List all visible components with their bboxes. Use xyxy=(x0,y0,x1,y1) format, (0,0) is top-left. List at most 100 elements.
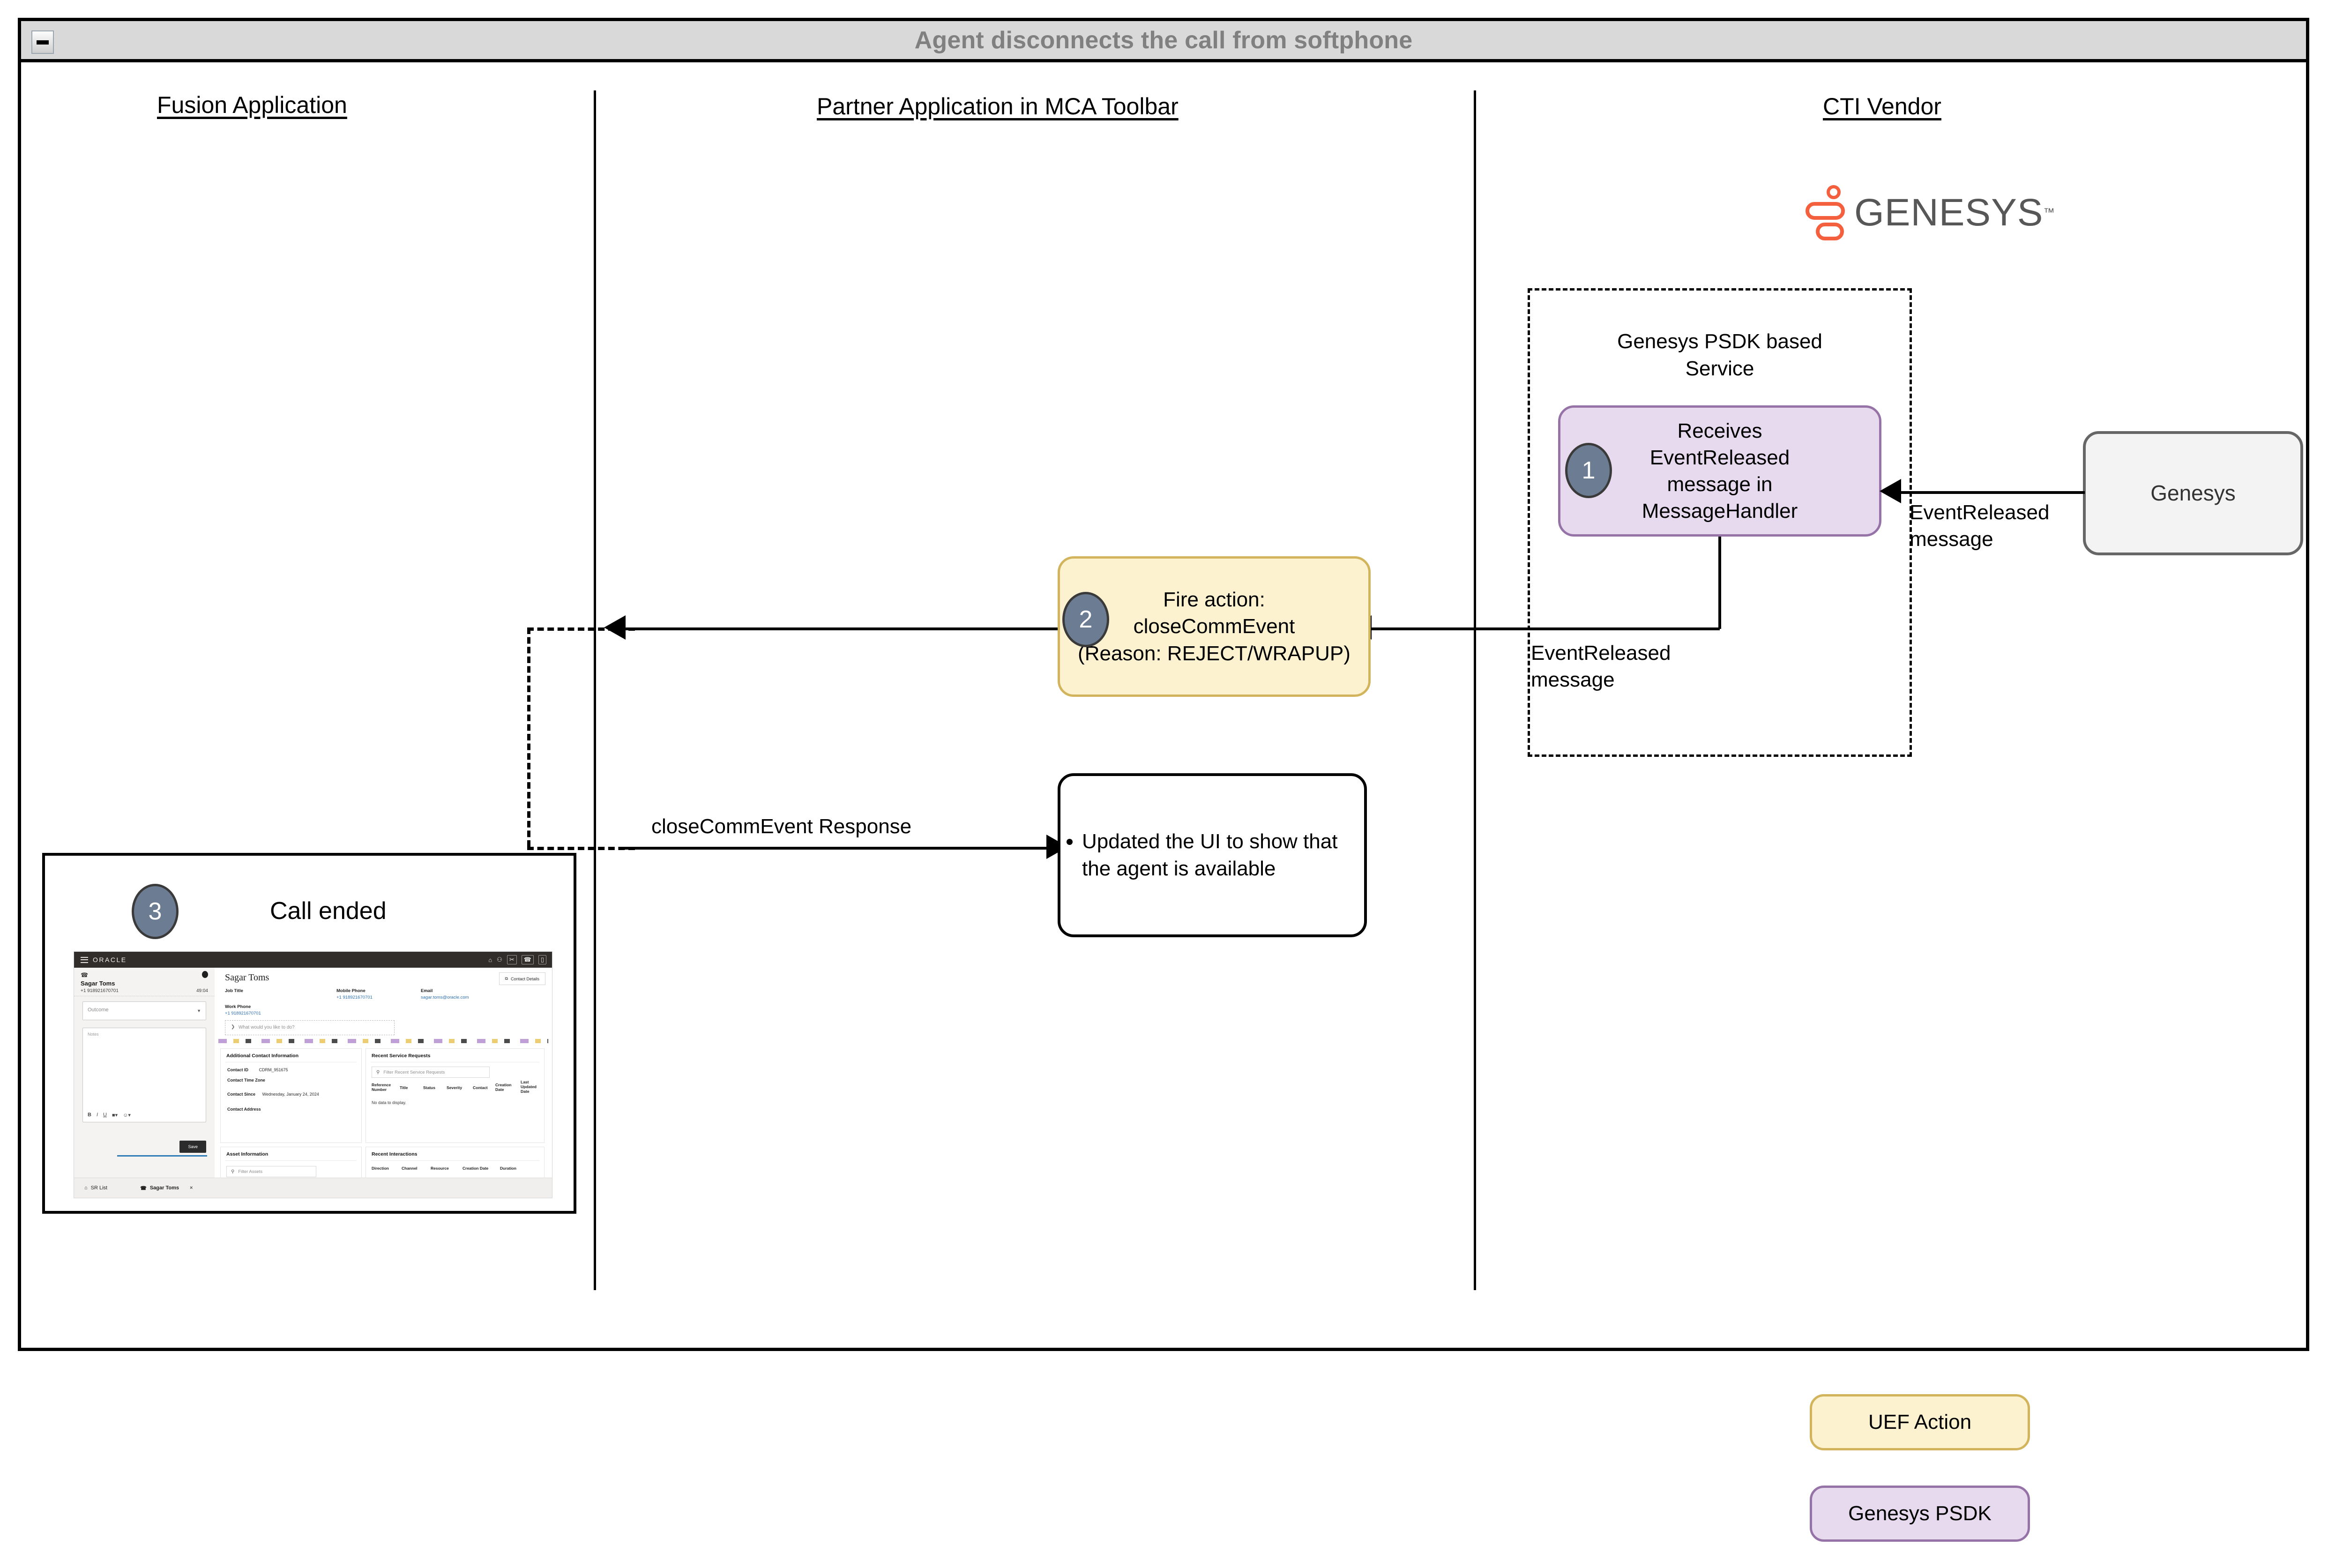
step-badge-2: 2 xyxy=(1062,592,1109,647)
scissors-icon[interactable]: ✂ xyxy=(507,955,517,964)
frame-title-bar: Agent disconnects the call from softphon… xyxy=(21,21,2306,62)
call-ended-title: Call ended xyxy=(270,897,387,925)
column-header-fusion: Fusion Application xyxy=(157,92,347,118)
outcome-placeholder: Outcome xyxy=(88,1007,109,1013)
phone-icon[interactable]: ☎ xyxy=(521,955,534,964)
phone-icon: ☎ xyxy=(140,1185,147,1191)
edge-partner-to-fusion-line xyxy=(626,627,1058,630)
outcome-select[interactable]: Outcome ▼ xyxy=(82,1001,206,1020)
search-icon: ⚲ xyxy=(376,1069,380,1075)
italic-icon[interactable]: I xyxy=(96,1112,98,1118)
fusion-activation-bottom xyxy=(527,847,635,850)
tab-sr-list[interactable]: ⌂ SR List xyxy=(84,1185,108,1191)
step-badge-3: 3 xyxy=(132,884,179,939)
th-reference-number[interactable]: Reference Number xyxy=(372,1083,391,1092)
th-creation-date[interactable]: Creation Date xyxy=(495,1083,512,1092)
progress-rule xyxy=(117,1155,207,1157)
legend-uef-action-label: UEF Action xyxy=(1868,1411,1972,1434)
th-channel[interactable]: Channel xyxy=(402,1166,418,1171)
softphone-header: ☎ Sagar Toms +1 918921670701 49:04 xyxy=(74,968,215,996)
fusion-activation-left xyxy=(527,627,530,847)
fusion-activation-top xyxy=(527,627,635,631)
contact-detail-name: Sagar Toms xyxy=(225,972,269,983)
contact-detail-panel: Sagar Toms ⧉ Contact Details Job Title M… xyxy=(215,968,552,1191)
th-title[interactable]: Title xyxy=(400,1085,408,1090)
th-severity[interactable]: Severity xyxy=(447,1085,463,1090)
filter-recent-sr-input[interactable]: ⚲ Filter Recent Service Requests xyxy=(372,1067,490,1078)
edge-vendor-to-psdk-arrowhead xyxy=(1880,479,1901,503)
node-updated-ui-list: Updated the UI to show that the agent is… xyxy=(1060,828,1364,882)
softphone-panel: ☎ Sagar Toms +1 918921670701 49:04 Outco… xyxy=(74,968,215,1178)
softphone-contact-phone: +1 918921670701 xyxy=(81,988,119,993)
card-recent-service-requests: Recent Service Requests ⚲ Filter Recent … xyxy=(366,1048,545,1143)
node-receives-eventreleased[interactable]: Receives EventReleased message in Messag… xyxy=(1558,405,1881,537)
column-header-partner: Partner Application in MCA Toolbar xyxy=(817,93,1179,119)
ask-placeholder: What would you like to do? xyxy=(239,1025,295,1030)
edge-vendor-to-psdk-line xyxy=(1901,491,2085,494)
legend-genesys-psdk: Genesys PSDK xyxy=(1810,1486,2030,1542)
row-contact-id: Contact ID CDRM_951675 xyxy=(227,1068,288,1072)
embedded-screenshot: ORACLE ⌂ ⚇ ✂ ☎ ▯ ☎ Sagar Toms xyxy=(74,952,552,1198)
redaction-strip xyxy=(218,1039,548,1043)
softphone-contact-name: Sagar Toms xyxy=(81,980,115,987)
sequence-frame: Agent disconnects the call from softphon… xyxy=(18,18,2309,1351)
emoji-icon[interactable]: ☺▾ xyxy=(123,1113,131,1118)
genesys-mark-icon xyxy=(1806,185,1846,240)
notes-placeholder: Notes xyxy=(88,1032,99,1037)
edge-psdk-to-partner-label: EventReleased message xyxy=(1531,642,1671,692)
trademark-symbol: ™ xyxy=(2043,206,2055,219)
th-contact[interactable]: Contact xyxy=(473,1085,488,1090)
minimize-icon[interactable] xyxy=(31,30,54,54)
hamburger-menu-icon[interactable] xyxy=(81,956,88,963)
column-header-cti: CTI Vendor xyxy=(1823,93,1941,119)
filter-assets-input[interactable]: ⚲ Filter Assets xyxy=(226,1166,316,1177)
th-last-updated-date[interactable]: Last Updated Date xyxy=(521,1080,537,1094)
card-additional-contact: Additional Contact Information Contact I… xyxy=(220,1048,362,1143)
node-updated-ui[interactable]: Updated the UI to show that the agent is… xyxy=(1058,773,1367,937)
lifeline-partner-cti xyxy=(1474,90,1476,1290)
th-direction[interactable]: Direction xyxy=(372,1166,389,1171)
psdk-service-label-line2: Service xyxy=(1685,357,1754,381)
psdk-service-label: Genesys PSDK based Service xyxy=(1528,328,1912,382)
text-color-icon[interactable]: ■▾ xyxy=(112,1113,118,1118)
field-job-title: Job Title xyxy=(225,988,243,993)
node-fire-action-text: Fire action: closeCommEvent (Reason: REJ… xyxy=(1078,588,1351,665)
th-duration[interactable]: Duration xyxy=(500,1166,516,1171)
contact-details-button[interactable]: ⧉ Contact Details xyxy=(499,972,545,985)
legend-uef-action: UEF Action xyxy=(1810,1394,2030,1450)
row-contact-timezone: Contact Time Zone xyxy=(227,1078,265,1083)
notification-icon[interactable]: ⚇ xyxy=(497,956,502,963)
card-recent-sr-heading: Recent Service Requests xyxy=(372,1053,431,1059)
node-receives-text: Receives EventReleased message in Messag… xyxy=(1642,419,1798,523)
psdk-service-label-line1: Genesys PSDK based xyxy=(1617,330,1822,353)
th-creation-date-2[interactable]: Creation Date xyxy=(463,1166,489,1171)
lifeline-fusion-partner xyxy=(594,90,596,1290)
card-recent-interactions-heading: Recent Interactions xyxy=(372,1151,418,1157)
th-status[interactable]: Status xyxy=(423,1085,435,1090)
edge-vendor-to-psdk-label: EventReleased message xyxy=(1910,501,2050,551)
th-resource[interactable]: Resource xyxy=(431,1166,449,1171)
call-timer: 49:04 xyxy=(196,988,208,993)
tab-sagar-toms[interactable]: ☎ Sagar Toms × xyxy=(140,1185,193,1191)
notes-textarea[interactable]: Notes B I U ■▾ ☺▾ xyxy=(82,1028,206,1122)
underline-icon[interactable]: U xyxy=(103,1112,107,1118)
notes-format-toolbar: B I U ■▾ ☺▾ xyxy=(88,1112,131,1118)
chevron-right-icon: ❯ xyxy=(231,1024,235,1030)
bold-icon[interactable]: B xyxy=(88,1112,91,1118)
recent-sr-empty: No data to display. xyxy=(372,1100,406,1105)
home-icon[interactable]: ⌂ xyxy=(488,956,492,963)
page-title: Agent disconnects the call from softphon… xyxy=(914,26,1413,54)
phone-icon: ☎ xyxy=(81,971,89,978)
close-icon[interactable]: × xyxy=(189,1185,193,1191)
device-icon[interactable]: ▯ xyxy=(538,955,546,964)
record-icon[interactable] xyxy=(202,971,208,978)
chevron-down-icon: ▼ xyxy=(197,1008,201,1013)
node-fire-action[interactable]: Fire action: closeCommEvent (Reason: REJ… xyxy=(1058,556,1371,697)
node-genesys-vendor[interactable]: Genesys xyxy=(2083,431,2303,555)
save-button[interactable]: Save xyxy=(179,1141,206,1153)
ask-oracle-input[interactable]: ❯ What would you like to do? xyxy=(225,1020,395,1035)
row-contact-since: Contact Since Wednesday, January 24, 202… xyxy=(227,1092,319,1097)
genesys-wordmark: GENESYS xyxy=(1854,191,2044,234)
oracle-topbar: ORACLE ⌂ ⚇ ✂ ☎ ▯ xyxy=(74,952,552,968)
